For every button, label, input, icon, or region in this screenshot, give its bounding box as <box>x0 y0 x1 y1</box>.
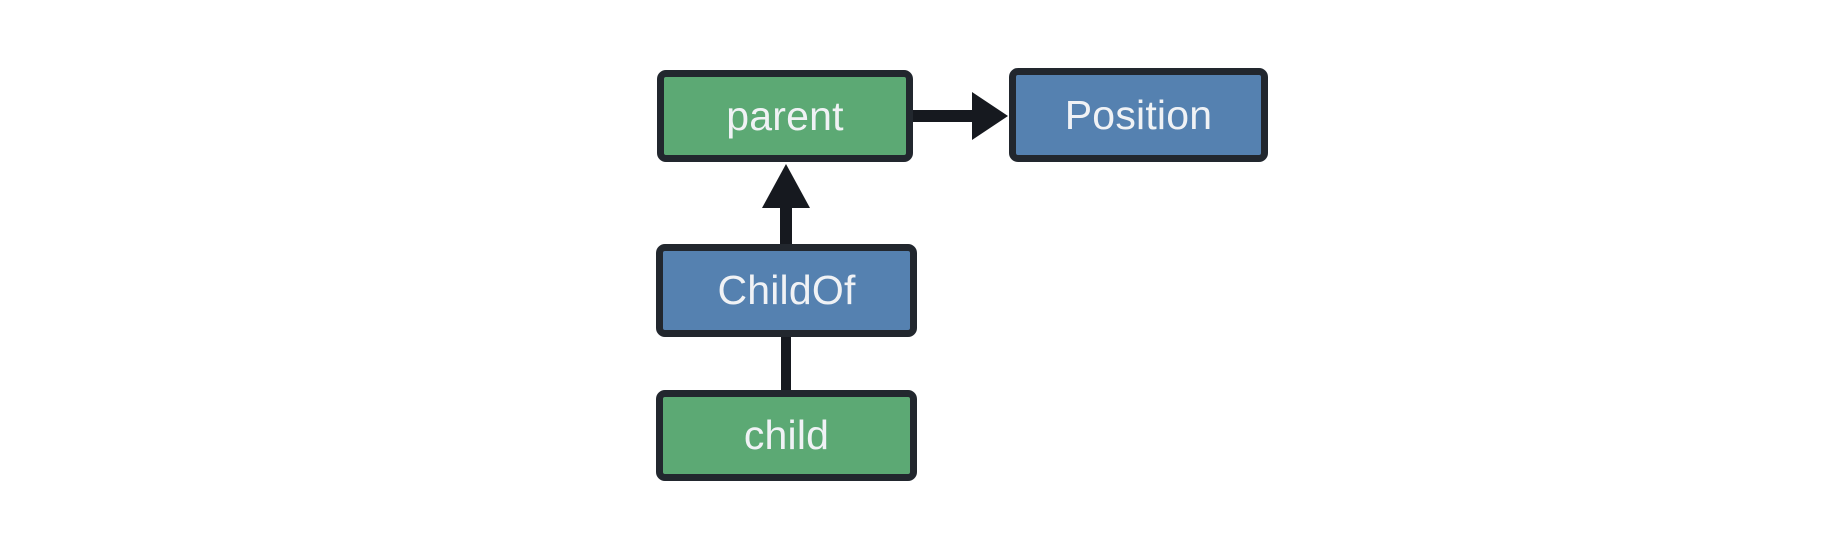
node-parent-label: parent <box>726 92 844 139</box>
arrowhead-parent-to-position <box>972 92 1008 140</box>
node-child-label: child <box>743 412 830 458</box>
node-childof-label: ChildOf <box>717 267 856 313</box>
node-position-label: Position <box>1064 91 1213 138</box>
node-parent[interactable]: parent <box>657 70 913 162</box>
edge-parent-to-position <box>913 92 1008 140</box>
edge-childof-to-parent <box>762 164 810 244</box>
node-position[interactable]: Position <box>1009 68 1268 162</box>
node-childof[interactable]: ChildOf <box>656 244 917 337</box>
arrowhead-childof-to-parent <box>762 164 810 208</box>
node-child[interactable]: child <box>656 390 917 481</box>
